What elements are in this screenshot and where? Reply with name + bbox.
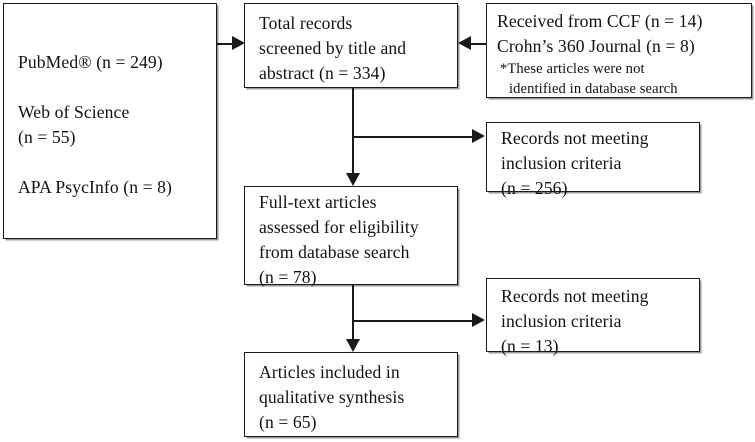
connector-screened-to-excluded [352,136,474,138]
connector-databases-to-screened [217,43,234,45]
fulltext-line2: assessed for eligibility [259,217,419,237]
arrowhead-screened-to-fulltext [346,173,360,186]
fulltext-count: (n = 78) [259,267,317,287]
fulltext-line1: Full-text articles [259,192,377,212]
additional-records-footnote-line2: identified in database search [497,79,747,99]
spacer [18,150,208,175]
additional-records-journal: Crohn’s 360 Journal (n = 8) [497,36,695,56]
records-screened-line3: abstract (n = 334) [259,63,386,83]
database-sources-box: PubMed® (n = 249) Web of Science (n = 55… [3,3,217,239]
included-line1: Articles included in [259,362,400,382]
fulltext-line3: from database search [259,242,410,262]
database-source-pubmed: PubMed® (n = 249) [18,52,163,72]
arrowhead-additional-to-screened [458,36,471,50]
additional-records-footnote-line1: *These articles were not [500,61,645,77]
database-source-psycinfo: APA PsycInfo (n = 8) [18,177,172,197]
excluded-eligibility-line2: inclusion criteria [501,311,622,331]
connector-screened-to-fulltext [352,88,354,175]
fulltext-assessed-box: Full-text articles assessed for eligibil… [244,186,458,287]
spacer [18,75,208,100]
connector-fulltext-to-included [352,285,354,340]
included-line2: qualitative synthesis [259,387,405,407]
excluded-screening-line1: Records not meeting [501,128,649,148]
excluded-eligibility-line1: Records not meeting [501,286,649,306]
records-screened-line1: Total records [259,13,353,33]
excluded-eligibility-box: Records not meeting inclusion criteria (… [486,278,700,356]
arrowhead-screened-to-excluded [472,129,485,143]
included-count: (n = 65) [259,412,317,432]
arrowhead-fulltext-to-excluded [472,313,485,327]
database-source-wos-line1: Web of Science [18,102,130,122]
arrowhead-fulltext-to-included [346,339,360,352]
database-source-wos-line2: (n = 55) [18,127,76,147]
excluded-eligibility-count: (n = 13) [501,336,559,356]
excluded-screening-box: Records not meeting inclusion criteria (… [486,122,700,198]
records-screened-line2: screened by title and [259,38,407,58]
excluded-screening-line2: inclusion criteria [501,153,622,173]
excluded-screening-count: (n = 256) [501,178,568,198]
additional-records-box: Received from CCF (n = 14) Crohn’s 360 J… [486,3,752,98]
arrowhead-databases-to-screened [232,36,245,50]
connector-fulltext-to-excluded [352,320,474,322]
connector-additional-to-screened [471,43,487,45]
footnote-continuation: identified in database search [509,81,678,97]
records-screened-box: Total records screened by title and abst… [244,3,458,88]
additional-records-ccf: Received from CCF (n = 14) [497,11,703,31]
articles-included-box: Articles included in qualitative synthes… [244,352,458,437]
